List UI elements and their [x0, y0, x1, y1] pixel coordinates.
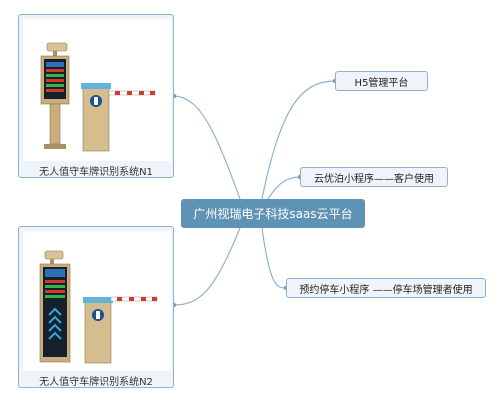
node-yunyoubo-miniprogram[interactable]: 云优泊小程序——客户使用	[300, 167, 448, 187]
license-plate-camera-and-barrier-gate-icon	[39, 250, 158, 364]
node-h5-platform[interactable]: H5管理平台	[335, 71, 428, 91]
license-plate-camera-and-barrier-gate-icon	[40, 42, 156, 152]
barrier-gate-image-n1	[23, 19, 171, 161]
node-label: H5管理平台	[354, 77, 409, 89]
node-label: 云优泊小程序——客户使用	[314, 173, 434, 185]
node-system-n2[interactable]: 无人值守车牌识别系统N2	[18, 226, 174, 388]
node-caption-n2: 无人值守车牌识别系统N2	[39, 377, 153, 388]
barrier-gate-image-n2	[23, 231, 171, 371]
node-yuyue-miniprogram[interactable]: 预约停车小程序 ——停车场管理者使用	[286, 278, 486, 298]
connector-to-yunyoubo	[267, 176, 301, 200]
node-caption-n1: 无人值守车牌识别系统N1	[39, 167, 153, 178]
central-topic-label: 广州视瑞电子科技saas云平台	[193, 207, 353, 221]
node-system-n1[interactable]: 无人值守车牌识别系统N1	[18, 14, 174, 178]
connector-to-n2	[173, 227, 241, 306]
connector-to-yuyue	[261, 227, 287, 289]
central-topic[interactable]: 广州视瑞电子科技saas云平台	[181, 199, 365, 228]
connector-to-n1	[173, 95, 241, 200]
node-label: 预约停车小程序 ——停车场管理者使用	[299, 284, 473, 296]
connector-to-h5	[261, 80, 336, 200]
